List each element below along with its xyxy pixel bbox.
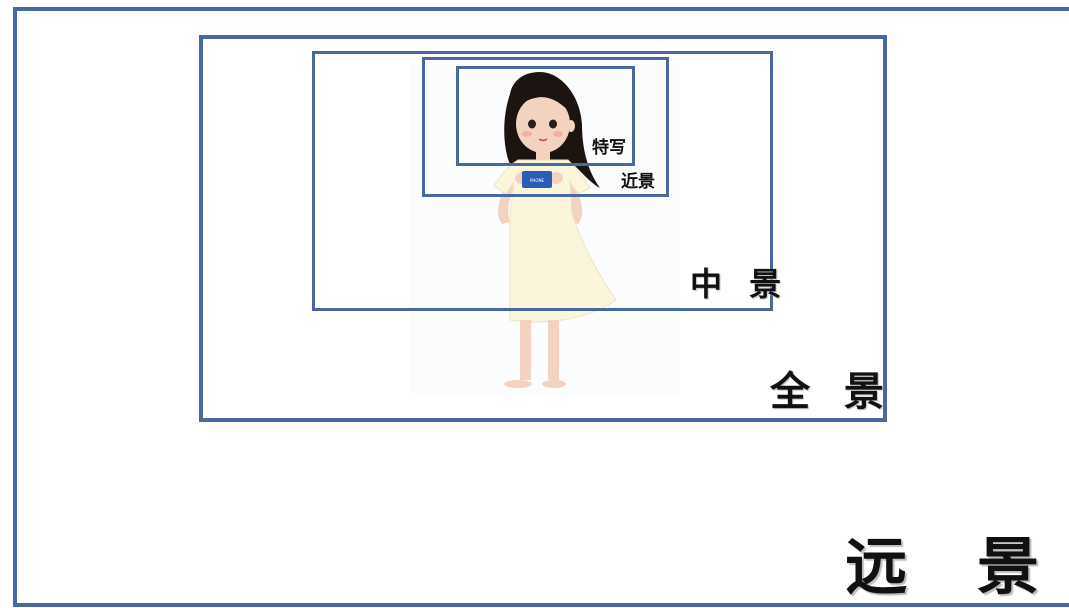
closeup-shot-label: 特写 (592, 138, 626, 158)
full-shot-frame (199, 35, 887, 422)
right-cheek (553, 131, 563, 137)
full-shot-label: 全 景 (770, 369, 894, 415)
close-shot-label: 近景 (621, 172, 655, 192)
phone-screen-text: PHONE (530, 178, 545, 183)
medium-shot-label: 中 景 (690, 265, 790, 303)
face (516, 95, 570, 153)
right-eye (549, 119, 557, 129)
medium-shot-frame (312, 51, 773, 311)
right-leg (548, 320, 559, 380)
phone (522, 171, 552, 188)
left-cheek (522, 131, 532, 137)
far-shot-frame (13, 7, 1069, 607)
hair-bangs (514, 75, 573, 114)
left-foot (504, 380, 532, 388)
right-hand (549, 172, 563, 184)
left-eye (528, 119, 536, 129)
right-foot (542, 380, 566, 388)
ear (567, 120, 575, 132)
dress (493, 159, 617, 323)
close-shot-frame (422, 57, 669, 197)
far-shot-label: 远 景 (845, 530, 1063, 603)
closeup-shot-frame (456, 66, 635, 166)
mouth (538, 138, 548, 142)
left-leg (520, 320, 531, 380)
